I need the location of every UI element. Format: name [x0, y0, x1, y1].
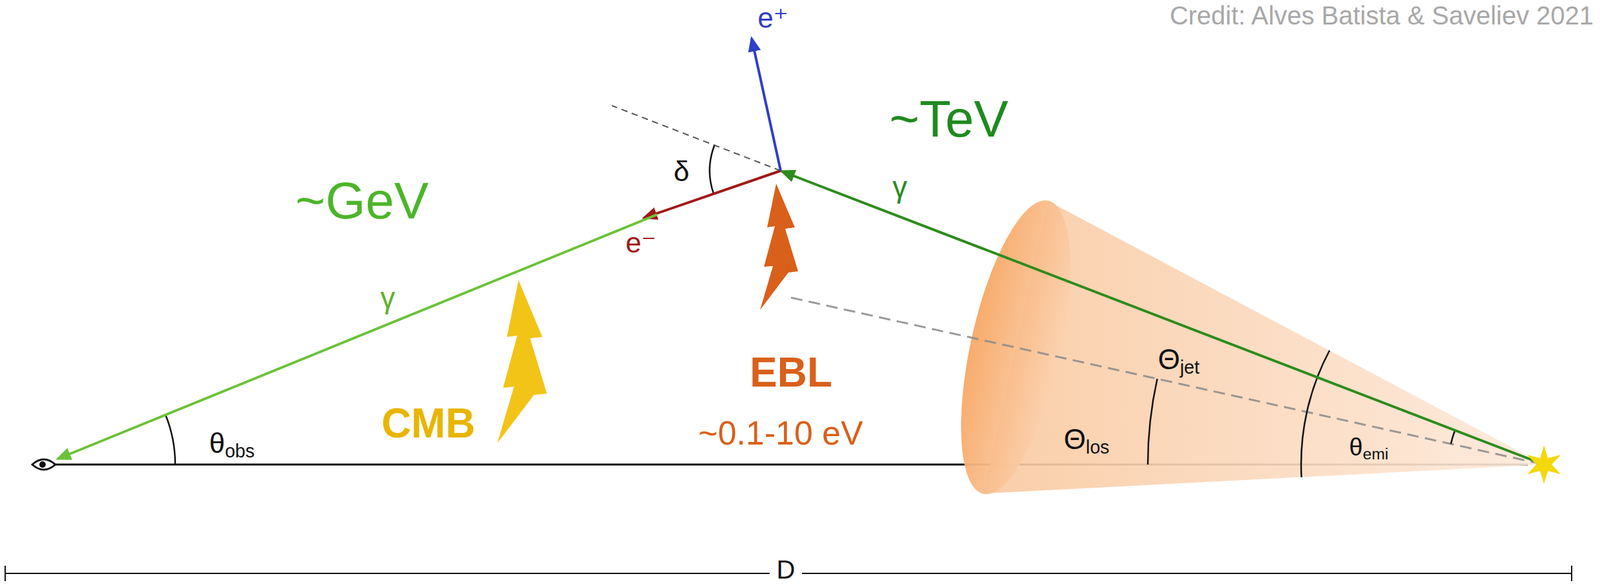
theta-jet-arc [1301, 350, 1330, 478]
angle-label: δ [673, 155, 690, 187]
angle-label: θobs [209, 427, 256, 462]
background-label: EBL [749, 349, 833, 395]
angle-subscript: emi [1362, 445, 1389, 463]
particle-label: e⁺ [757, 2, 789, 34]
theta-emi-arc [1451, 430, 1456, 444]
angle-subscript: los [1085, 436, 1110, 458]
distance-line [801, 572, 1572, 574]
theta-obs-arc [165, 414, 176, 465]
distance-tick [1571, 565, 1573, 581]
tev-gamma-track [781, 171, 1544, 465]
angle-label: Θlos [1064, 423, 1110, 458]
positron-track [751, 38, 781, 171]
angle-symbol: θ [1349, 433, 1363, 461]
ebl-bolt [760, 183, 799, 310]
energy-label: ~TeV [889, 90, 1009, 148]
distance-line [5, 572, 770, 574]
eye-pupil [39, 461, 46, 468]
angle-label: Θjet [1158, 343, 1200, 379]
distance-label: D [776, 555, 796, 584]
direction-extension [611, 105, 781, 171]
cmb-bolt [497, 280, 547, 444]
particle-label: e⁻ [625, 227, 657, 259]
angle-symbol: Θ [1158, 343, 1181, 375]
credit-note: Credit: Alves Batista & Saveliev 2021 [1169, 1, 1594, 30]
particle-label: γ [380, 281, 396, 315]
cone-face [939, 190, 1093, 504]
gev-gamma-track [57, 214, 658, 459]
background-label: CMB [381, 400, 476, 446]
angle-label: θemi [1349, 434, 1389, 463]
angle-subscript: obs [224, 440, 255, 462]
theta-los-arc [1147, 378, 1158, 465]
delta-arc [709, 145, 715, 194]
observer-eye [32, 459, 56, 470]
energy-range: ~0.1-10 eV [698, 414, 864, 452]
energy-label: ~GeV [295, 172, 429, 230]
angle-symbol: θ [209, 427, 225, 459]
angle-subscript: jet [1180, 356, 1200, 378]
particle-label: γ [892, 170, 908, 204]
source-star [1527, 445, 1561, 484]
jet-axis [790, 297, 1544, 465]
electron-track [644, 170, 781, 218]
eye-outline [32, 459, 56, 470]
distance-tick [4, 565, 6, 581]
angle-symbol: Θ [1064, 423, 1086, 455]
